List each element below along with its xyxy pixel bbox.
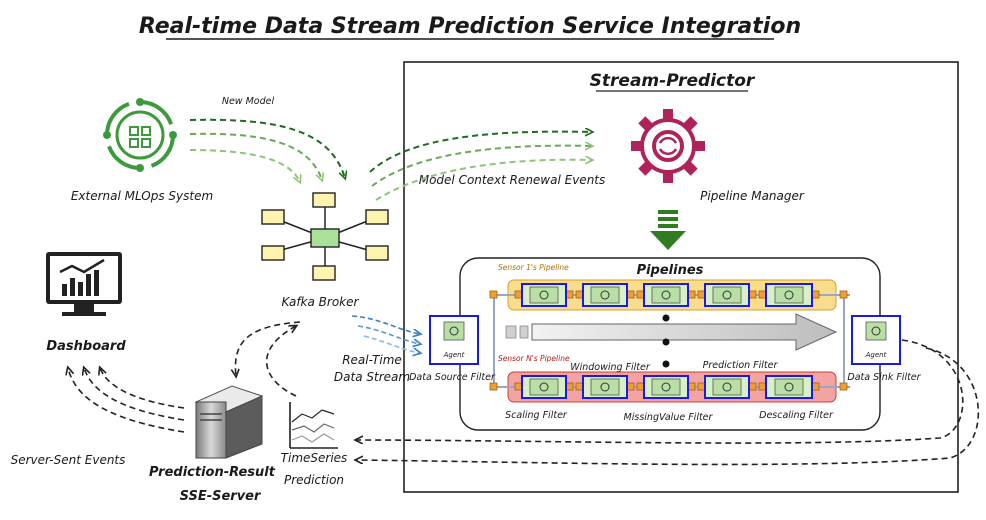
sse-to-dashboard-arrow-1 (68, 368, 185, 433)
windowing-filter-label: Windowing Filter (570, 362, 651, 373)
sensor1-filter-4 (704, 283, 750, 307)
kafka-broker-icon (261, 192, 389, 281)
realtime-stream-arrow-2 (357, 325, 420, 344)
scaling-filter-label: Scaling Filter (505, 410, 568, 421)
context-renewal-arrow-2 (371, 146, 592, 187)
sink-return-arrow-1 (356, 339, 964, 443)
pipeline-manager-label: Pipeline Manager (700, 189, 805, 203)
sse-server-icon (194, 385, 264, 459)
stream-predictor-title: Stream-Predictor (590, 71, 756, 91)
sensorN-filter-3 (643, 375, 689, 399)
sensorN-filter-1 (521, 375, 567, 399)
new-model-arrow-3 (189, 149, 300, 182)
data-sink-agent-label: Agent (865, 351, 887, 359)
sse-server-label-2: SSE-Server (180, 489, 262, 504)
sse-to-kafka-arrow (265, 326, 296, 397)
data-sink-agent (851, 315, 901, 365)
descaling-filter-label: Descaling Filter (759, 410, 834, 421)
sse-to-dashboard-arrow-2 (84, 368, 185, 421)
data-source-filter-label: Data Source Filter (409, 372, 496, 383)
data-source-agent-label: Agent (443, 351, 465, 359)
context-renewal-arrow-1 (369, 132, 592, 173)
new-model-arrow-2 (189, 132, 322, 180)
server-sent-events-label: Server-Sent Events (11, 453, 126, 467)
missing-value-filter-label: MissingValue Filter (624, 412, 714, 423)
sensor1-filter-3 (643, 283, 689, 307)
mlops-system-label: External MLOps System (71, 189, 213, 203)
pipeline-manager-down-arrow (650, 210, 686, 250)
dashboard-label: Dashboard (46, 339, 126, 354)
pipeline-flow-arrow (505, 313, 838, 351)
timeseries-prediction-label-2: Prediction (284, 473, 344, 487)
stream-predictor-frame (403, 61, 959, 493)
sink-return-arrow-2 (356, 347, 980, 466)
data-source-agent (429, 315, 479, 365)
diagram-title: Real-time Data Stream Prediction Service… (139, 14, 801, 39)
context-renewal-arrow-3 (375, 160, 592, 201)
pipelines-title: Pipelines (637, 263, 704, 278)
pipeline-manager-gear-icon (631, 109, 705, 183)
new-model-arrow-1 (189, 118, 345, 178)
realtime-stream-label-2: Data Stream (334, 370, 410, 384)
realtime-stream-label-1: Real-Time (342, 353, 402, 367)
sensorN-filter-5 (765, 375, 813, 399)
new-model-label: New Model (222, 96, 275, 107)
sensorN-pipeline-label: Sensor N's Pipeline (498, 354, 570, 363)
sensor1-filter-2 (582, 283, 628, 307)
realtime-stream-arrow-1 (351, 315, 420, 334)
prediction-filter-label: Prediction Filter (703, 360, 779, 371)
sensor1-filter-5 (765, 283, 813, 307)
sensor1-pipeline-label: Sensor 1's Pipeline (498, 263, 569, 272)
kafka-to-sse-arrow-1 (235, 321, 301, 376)
data-sink-filter-label: Data Sink Filter (847, 372, 921, 383)
context-renewal-label: Model Context Renewal Events (419, 173, 606, 187)
timeseries-prediction-label-1: TimeSeries (281, 451, 348, 465)
sse-to-dashboard-arrow-3 (100, 368, 185, 409)
dashboard-monitor-icon (46, 252, 122, 316)
sensorN-filter-4 (704, 375, 750, 399)
sse-server-label-1: Prediction-Result (149, 465, 276, 480)
sensor1-filter-1 (521, 283, 567, 307)
pipeline-ellipsis (662, 314, 670, 368)
realtime-stream-arrow-3 (363, 335, 420, 353)
kafka-broker-label: Kafka Broker (282, 295, 360, 309)
timeseries-prediction-icon (289, 402, 338, 449)
mlops-system-icon (103, 98, 177, 172)
sensorN-filter-2 (582, 375, 628, 399)
sensorN-filters (521, 375, 813, 399)
sensor1-filters (521, 283, 813, 307)
